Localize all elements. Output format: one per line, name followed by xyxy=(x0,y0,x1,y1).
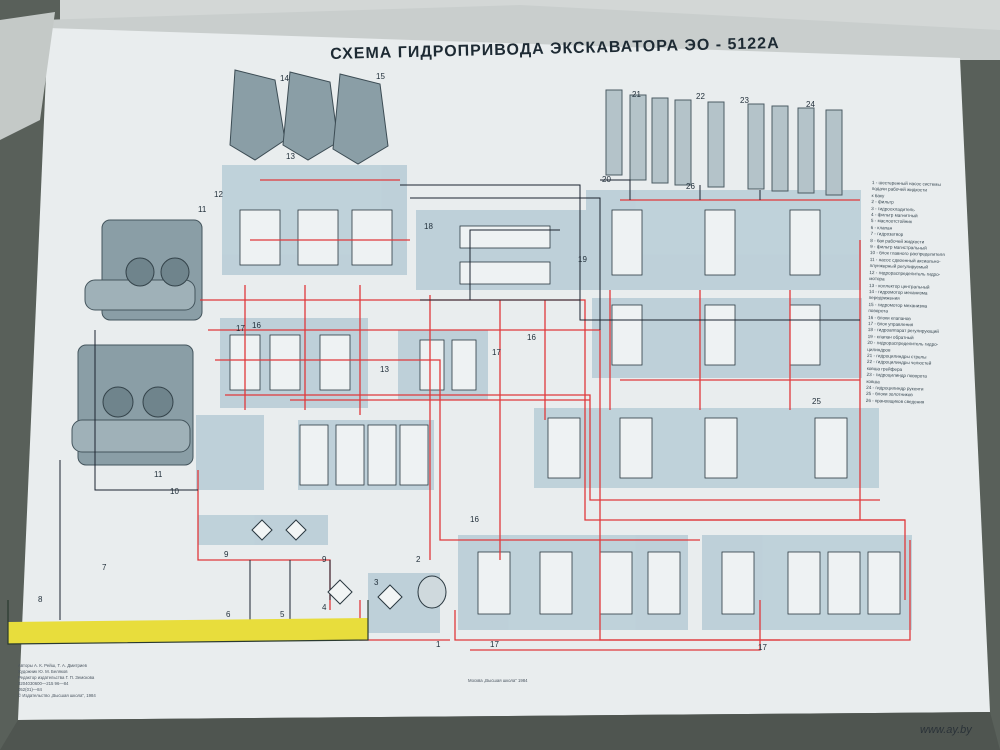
oil-tank-fill xyxy=(8,618,368,644)
label-16a: 16 xyxy=(252,321,261,330)
label-22: 22 xyxy=(696,92,705,101)
imprint-line3: Редактор издательства Г. П. Земскова xyxy=(18,675,95,680)
label-5: 5 xyxy=(280,610,285,619)
imprint-publisher: © Издательство „Высшая школа“, 1984 xyxy=(18,693,96,698)
hydrocylinders xyxy=(605,89,843,196)
label-8: 8 xyxy=(38,595,43,604)
poster-shadow-bottom xyxy=(0,712,1000,750)
imprint-center: Москва „Высшая школа“ 1984 xyxy=(468,678,528,683)
label-14: 14 xyxy=(280,74,289,83)
label-3: 3 xyxy=(374,578,379,587)
label-18: 18 xyxy=(424,222,433,231)
pump-lower xyxy=(71,344,194,466)
label-9b: 9 xyxy=(322,555,327,564)
label-13b: 13 xyxy=(380,365,389,374)
label-13a: 13 xyxy=(286,152,295,161)
pump-upper xyxy=(84,219,203,321)
imprint-block: Авторы А. К. Рейш, Т. А. Дмитриев Художн… xyxy=(18,663,96,699)
oil-tank-outline xyxy=(7,600,369,645)
label-15: 15 xyxy=(376,72,385,81)
label-21: 21 xyxy=(632,90,641,99)
label-10: 10 xyxy=(170,487,179,496)
label-25: 25 xyxy=(812,397,821,406)
imprint-line5: 052(01)—84 xyxy=(18,687,42,692)
label-11b: 11 xyxy=(154,470,163,479)
label-16b: 16 xyxy=(527,333,536,342)
label-7: 7 xyxy=(102,563,107,572)
label-6: 6 xyxy=(226,610,231,619)
label-17c: 17 xyxy=(490,640,499,649)
label-20: 20 xyxy=(602,175,611,184)
imprint-authors: Авторы А. К. Рейш, Т. А. Дмитриев xyxy=(18,663,87,668)
label-17a: 17 xyxy=(236,324,245,333)
label-9a: 9 xyxy=(224,550,229,559)
label-2: 2 xyxy=(416,555,421,564)
valve-blocks xyxy=(229,209,901,615)
label-16c: 16 xyxy=(470,515,479,524)
label-26: 26 xyxy=(686,182,695,191)
label-11a: 11 xyxy=(198,205,207,214)
label-1: 1 xyxy=(436,640,441,649)
curled-paper-corner xyxy=(0,12,55,140)
imprint-line2: Художник Ю. М. Беляков xyxy=(18,669,68,674)
watermark: www.ay.by xyxy=(920,724,972,736)
label-24: 24 xyxy=(806,100,815,109)
filter-symbols xyxy=(251,519,447,610)
label-23: 23 xyxy=(740,96,749,105)
label-12: 12 xyxy=(214,190,223,199)
label-17b: 17 xyxy=(492,348,501,357)
label-19: 19 xyxy=(578,255,587,264)
label-4: 4 xyxy=(322,603,327,612)
imprint-line4: 3204030600—215 96—84 xyxy=(18,681,69,686)
hydromotors xyxy=(229,69,389,165)
label-17d: 17 xyxy=(758,643,767,652)
